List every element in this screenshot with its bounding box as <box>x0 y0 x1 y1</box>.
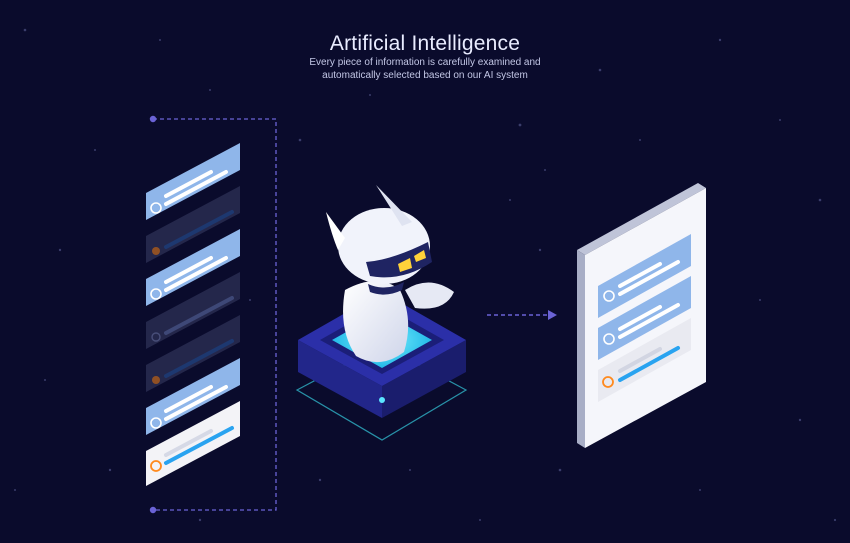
source-card <box>146 229 240 306</box>
source-bracket <box>149 115 277 514</box>
subtitle-line-2: automatically selected based on our AI s… <box>322 70 528 81</box>
source-card <box>146 315 240 392</box>
bracket-bottom-dot <box>149 506 157 514</box>
result-card <box>598 234 691 318</box>
dashed-arrow-icon <box>487 310 557 320</box>
source-card <box>146 143 240 220</box>
bracket-top-dot <box>149 115 157 123</box>
result-card <box>598 318 691 402</box>
star-field <box>14 28 837 522</box>
result-card <box>598 276 691 360</box>
page-title: Artificial Intelligence <box>329 32 521 56</box>
source-card <box>146 401 240 486</box>
subtitle-line-1: Every piece of information is carefully … <box>309 57 541 68</box>
ai-robot-icon <box>326 185 454 363</box>
platform-status-light <box>379 397 385 403</box>
source-card <box>146 358 240 435</box>
tablet-icon <box>577 183 706 448</box>
source-card-stack <box>146 143 240 486</box>
source-card <box>146 186 240 263</box>
page-subtitle: Every piece of information is carefully … <box>0 56 850 82</box>
source-card <box>146 272 240 349</box>
